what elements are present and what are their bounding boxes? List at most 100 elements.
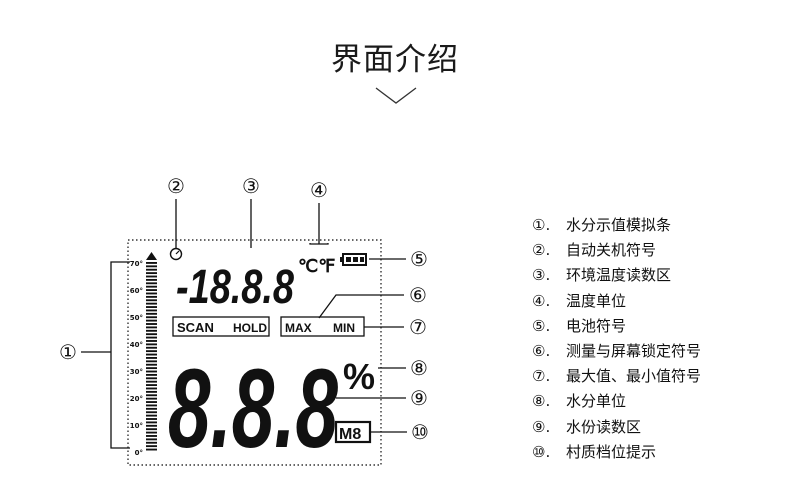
moisture-reading-digits: 8.8.8 bbox=[168, 346, 338, 471]
bar-segment bbox=[146, 408, 157, 410]
legend-number: ⑥. bbox=[532, 339, 566, 364]
callout-6: ⑥ bbox=[409, 283, 427, 307]
scale-tick-20: 20° bbox=[130, 395, 143, 403]
callout-7: ⑦ bbox=[409, 315, 427, 339]
bar-segment bbox=[146, 306, 157, 308]
bar-segment bbox=[146, 442, 157, 444]
bar-segment bbox=[146, 411, 157, 413]
scale-tick-70: 70° bbox=[130, 260, 143, 268]
legend-number: ⑨. bbox=[532, 415, 566, 440]
legend-text: 温度单位 bbox=[566, 292, 626, 310]
legend-item: ⑨.水份读数区 bbox=[532, 415, 701, 440]
callout-8: ⑧ bbox=[410, 356, 428, 380]
legend-text: 最大值、最小值符号 bbox=[566, 367, 701, 385]
callout-4: ④ bbox=[310, 178, 328, 202]
min-label: MIN bbox=[333, 321, 355, 335]
bar-segment bbox=[146, 364, 157, 366]
bar-segment bbox=[146, 316, 157, 318]
bar-segment bbox=[146, 421, 157, 423]
bar-segment bbox=[146, 428, 157, 430]
bar-segment bbox=[146, 377, 157, 379]
bar-segment bbox=[146, 299, 157, 301]
legend-item: ⑩.村质档位提示 bbox=[532, 440, 701, 465]
bar-segment bbox=[146, 330, 157, 332]
bar-scale-arrow bbox=[146, 252, 157, 260]
bar-segment bbox=[146, 326, 157, 328]
bar-segment bbox=[146, 337, 157, 339]
legend-number: ④. bbox=[532, 289, 566, 314]
bar-segment bbox=[146, 391, 157, 393]
legend-text: 水份读数区 bbox=[566, 418, 641, 436]
scale-tick-10: 10° bbox=[130, 422, 143, 430]
legend-text: 水分单位 bbox=[566, 392, 626, 410]
legend-text: 村质档位提示 bbox=[566, 443, 656, 461]
moisture-unit-percent: % bbox=[343, 356, 375, 397]
legend-item: ⑧.水分单位 bbox=[532, 389, 701, 414]
auto-power-off-icon bbox=[171, 249, 182, 260]
legend-text: 水分示值模拟条 bbox=[566, 216, 671, 234]
bar-segment bbox=[146, 262, 157, 264]
bar-segment bbox=[146, 303, 157, 305]
bar-segment bbox=[146, 350, 157, 352]
callout-9: ⑨ bbox=[410, 386, 428, 410]
max-label: MAX bbox=[285, 321, 312, 335]
bar-segment bbox=[146, 435, 157, 437]
bar-segment bbox=[146, 381, 157, 383]
callout-1: ① bbox=[59, 340, 77, 364]
legend-list: ①.水分示值模拟条 ②.自动关机符号 ③.环境温度读数区 ④.温度单位 ⑤.电池… bbox=[532, 213, 701, 465]
bar-segment bbox=[146, 401, 157, 403]
legend-number: ②. bbox=[532, 238, 566, 263]
legend-text: 电池符号 bbox=[566, 317, 626, 335]
legend-item: ④.温度单位 bbox=[532, 289, 701, 314]
bar-segment bbox=[146, 265, 157, 267]
bar-segment bbox=[146, 269, 157, 271]
legend-number: ⑧. bbox=[532, 389, 566, 414]
bar-segment bbox=[146, 394, 157, 396]
bar-segment bbox=[146, 289, 157, 291]
bar-segment bbox=[146, 357, 157, 359]
scale-tick-40: 40° bbox=[130, 341, 143, 349]
bar-segment bbox=[146, 279, 157, 281]
scale-tick-0: 0° bbox=[135, 449, 143, 457]
bar-segment bbox=[146, 418, 157, 420]
bar-segment bbox=[146, 320, 157, 322]
bar-segment bbox=[146, 425, 157, 427]
bar-segment bbox=[146, 286, 157, 288]
scan-label: SCAN bbox=[177, 320, 214, 335]
bar-segment bbox=[146, 276, 157, 278]
callout-10: ⑩ bbox=[411, 420, 429, 444]
callout-5: ⑤ bbox=[410, 247, 428, 271]
bar-segment bbox=[146, 367, 157, 369]
scale-tick-30: 30° bbox=[130, 368, 143, 376]
bar-segment bbox=[146, 343, 157, 345]
legend-number: ⑩. bbox=[532, 440, 566, 465]
bar-segment bbox=[146, 398, 157, 400]
bar-segment bbox=[146, 449, 157, 451]
bar-segment bbox=[146, 374, 157, 376]
bar-segment bbox=[146, 340, 157, 342]
bar-segment bbox=[146, 310, 157, 312]
bar-segment bbox=[146, 388, 157, 390]
scale-tick-60: 60° bbox=[130, 287, 143, 295]
scale-tick-50: 50° bbox=[130, 314, 143, 322]
bar-segment bbox=[146, 360, 157, 362]
legend-item: ⑤.电池符号 bbox=[532, 314, 701, 339]
bar-segment bbox=[146, 354, 157, 356]
legend-text: 测量与屏幕锁定符号 bbox=[566, 342, 701, 360]
battery-icon bbox=[340, 254, 366, 265]
bar-segment bbox=[146, 333, 157, 335]
legend-item: ⑥.测量与屏幕锁定符号 bbox=[532, 339, 701, 364]
legend-item: ③.环境温度读数区 bbox=[532, 263, 701, 288]
legend-text: 自动关机符号 bbox=[566, 241, 656, 259]
legend-item: ⑦.最大值、最小值符号 bbox=[532, 364, 701, 389]
bar-segment bbox=[146, 313, 157, 315]
legend-number: ⑤. bbox=[532, 314, 566, 339]
legend-number: ③. bbox=[532, 263, 566, 288]
hold-label: HOLD bbox=[233, 321, 267, 335]
bar-segment bbox=[146, 432, 157, 434]
callout-3: ③ bbox=[242, 174, 260, 198]
temp-unit-symbols: ℃℉ bbox=[298, 256, 335, 276]
bar-segment bbox=[146, 323, 157, 325]
bar-segment bbox=[146, 445, 157, 447]
bar-segment bbox=[146, 347, 157, 349]
